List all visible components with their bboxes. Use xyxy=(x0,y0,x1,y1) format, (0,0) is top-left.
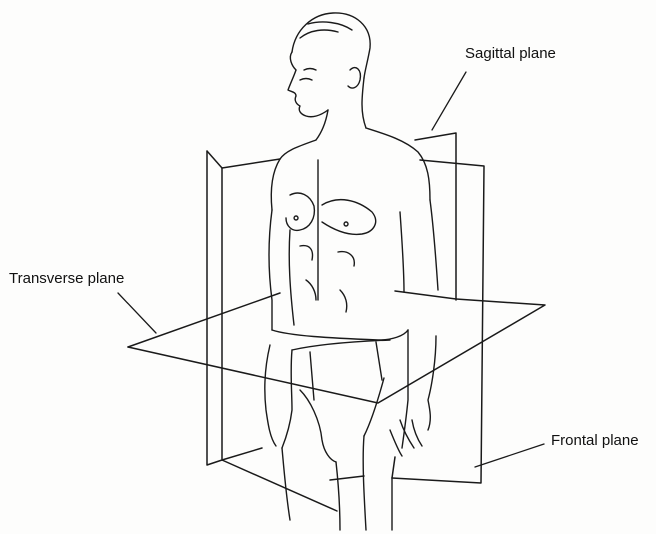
transverse-plane-label: Transverse plane xyxy=(9,271,124,286)
frontal-leader xyxy=(475,444,544,467)
sagittal-plane xyxy=(222,133,456,480)
transverse-leader xyxy=(118,293,156,333)
frontal-plane xyxy=(207,151,484,511)
sagittal-plane-label: Sagittal plane xyxy=(465,46,556,61)
human-figure xyxy=(265,13,438,530)
frontal-plane-label: Frontal plane xyxy=(551,433,639,448)
sagittal-leader xyxy=(432,72,466,130)
leader-lines xyxy=(118,72,544,467)
